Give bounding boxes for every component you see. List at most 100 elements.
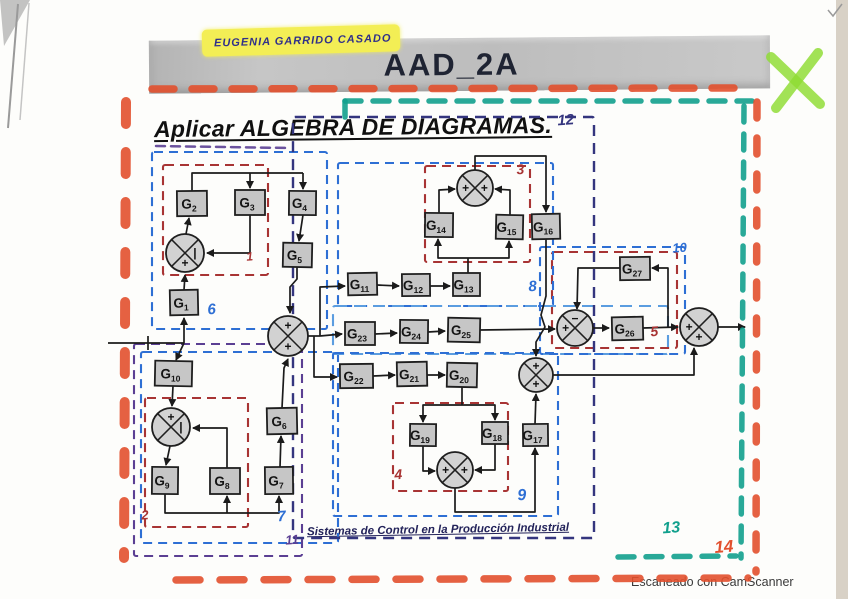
signal-line — [454, 447, 539, 513]
marker-frame-stroke-orange — [172, 574, 752, 584]
block-G8: G8 — [209, 467, 241, 495]
sum-sign: + — [167, 410, 174, 424]
block-G10: G10 — [153, 359, 194, 388]
signal-line — [183, 217, 192, 235]
dashed-region-box-8 — [336, 161, 555, 308]
sum-sign: + — [284, 319, 291, 333]
signal-line — [474, 155, 550, 213]
sum-sign: + — [284, 339, 291, 353]
signal-line — [531, 393, 540, 425]
signal-line — [286, 267, 298, 314]
annotation-number-1: 1 — [246, 249, 254, 263]
block-G23: G23 — [344, 321, 376, 346]
block-G27: G27 — [618, 255, 652, 282]
annotation-number-12: 12 — [557, 111, 575, 129]
sum-junction-S7: ++ — [436, 451, 474, 489]
block-G26: G26 — [610, 315, 645, 342]
signal-line — [376, 281, 400, 290]
block-G3: G3 — [234, 189, 266, 216]
signal-line — [281, 358, 289, 409]
marker-frame-stroke-teal — [615, 553, 739, 560]
block-G14: G14 — [423, 211, 455, 239]
sum-sign: + — [481, 181, 488, 195]
sum-sign: + — [462, 181, 469, 195]
signal-line — [164, 494, 283, 514]
block-G15: G15 — [494, 213, 525, 241]
signal-line — [180, 274, 189, 291]
signal-line — [191, 172, 303, 191]
sum-sign: + — [181, 256, 188, 270]
marker-frame-stroke-purple — [154, 144, 292, 150]
dashed-region-box-10 — [331, 351, 560, 518]
sum-junction-S5: ++ — [518, 357, 554, 393]
dashed-region-box-13 — [132, 342, 304, 558]
block-G20: G20 — [445, 361, 479, 389]
signal-line — [175, 342, 185, 361]
block-G16: G16 — [530, 212, 562, 241]
marker-frame-stroke-orange — [148, 84, 748, 93]
signal-line — [206, 215, 251, 257]
sum-sign: | — [193, 246, 196, 260]
scan-edge-line — [7, 3, 19, 129]
signal-line — [468, 240, 513, 259]
signal-line — [479, 325, 556, 334]
sum-sign: + — [461, 463, 468, 477]
sum-sign: + — [532, 377, 539, 391]
sum-sign: + — [695, 330, 702, 344]
block-G22: G22 — [338, 362, 375, 390]
annotation-number-9: 9 — [517, 487, 527, 505]
block-G7: G7 — [263, 465, 295, 496]
dashed-region-box-11 — [538, 245, 687, 356]
dashed-region-box-7 — [139, 350, 340, 545]
signal-line — [276, 435, 285, 468]
sum-sign: + — [686, 320, 693, 334]
block-G4: G4 — [287, 189, 318, 217]
signal-line — [372, 371, 396, 380]
signal-line — [427, 327, 446, 336]
green-check-mark — [771, 48, 823, 113]
signal-line — [374, 329, 398, 338]
signal-line — [553, 347, 698, 376]
signal-line — [319, 330, 343, 339]
sum-junction-S1: +| — [165, 233, 205, 273]
signal-line — [642, 323, 679, 332]
block-G1: G1 — [168, 288, 200, 317]
block-G17: G17 — [521, 422, 550, 448]
annotation-number-13: 13 — [662, 519, 681, 537]
annotation-number-8: 8 — [528, 278, 538, 296]
block-G21: G21 — [395, 360, 429, 388]
signal-line — [313, 336, 338, 381]
annotation-number-7: 7 — [277, 508, 287, 526]
block-G18: G18 — [481, 421, 509, 445]
signal-line — [651, 264, 669, 328]
sum-junction-S3: ++ — [456, 169, 494, 207]
sum-junction-S8: ++ — [679, 307, 719, 347]
signal-line — [422, 446, 436, 475]
block-G5: G5 — [281, 241, 314, 269]
sum-junction-S4: ++ — [267, 315, 309, 357]
signal-line — [434, 238, 468, 259]
signal-line — [192, 424, 228, 468]
sum-sign: − — [571, 312, 578, 326]
paper-edge — [836, 0, 848, 599]
annotation-number-14: 14 — [714, 537, 735, 557]
signal-line — [419, 404, 462, 423]
scan-pen-mark — [827, 3, 843, 18]
marker-frame-stroke-orange — [752, 98, 761, 576]
dashed-region-box-5 — [550, 250, 679, 350]
block-G6: G6 — [265, 406, 299, 436]
signal-line — [532, 239, 547, 357]
signal-line — [474, 444, 496, 474]
signal-line — [319, 282, 346, 336]
signal-line — [494, 185, 511, 215]
sum-sign: | — [179, 420, 182, 434]
annotation-number-11: 11 — [285, 532, 300, 548]
signal-line — [168, 385, 177, 407]
signal-line — [573, 267, 620, 310]
sum-sign: + — [442, 463, 449, 477]
block-G24: G24 — [398, 318, 430, 345]
annotation-number-4: 4 — [393, 466, 403, 483]
block-G13: G13 — [452, 272, 481, 297]
